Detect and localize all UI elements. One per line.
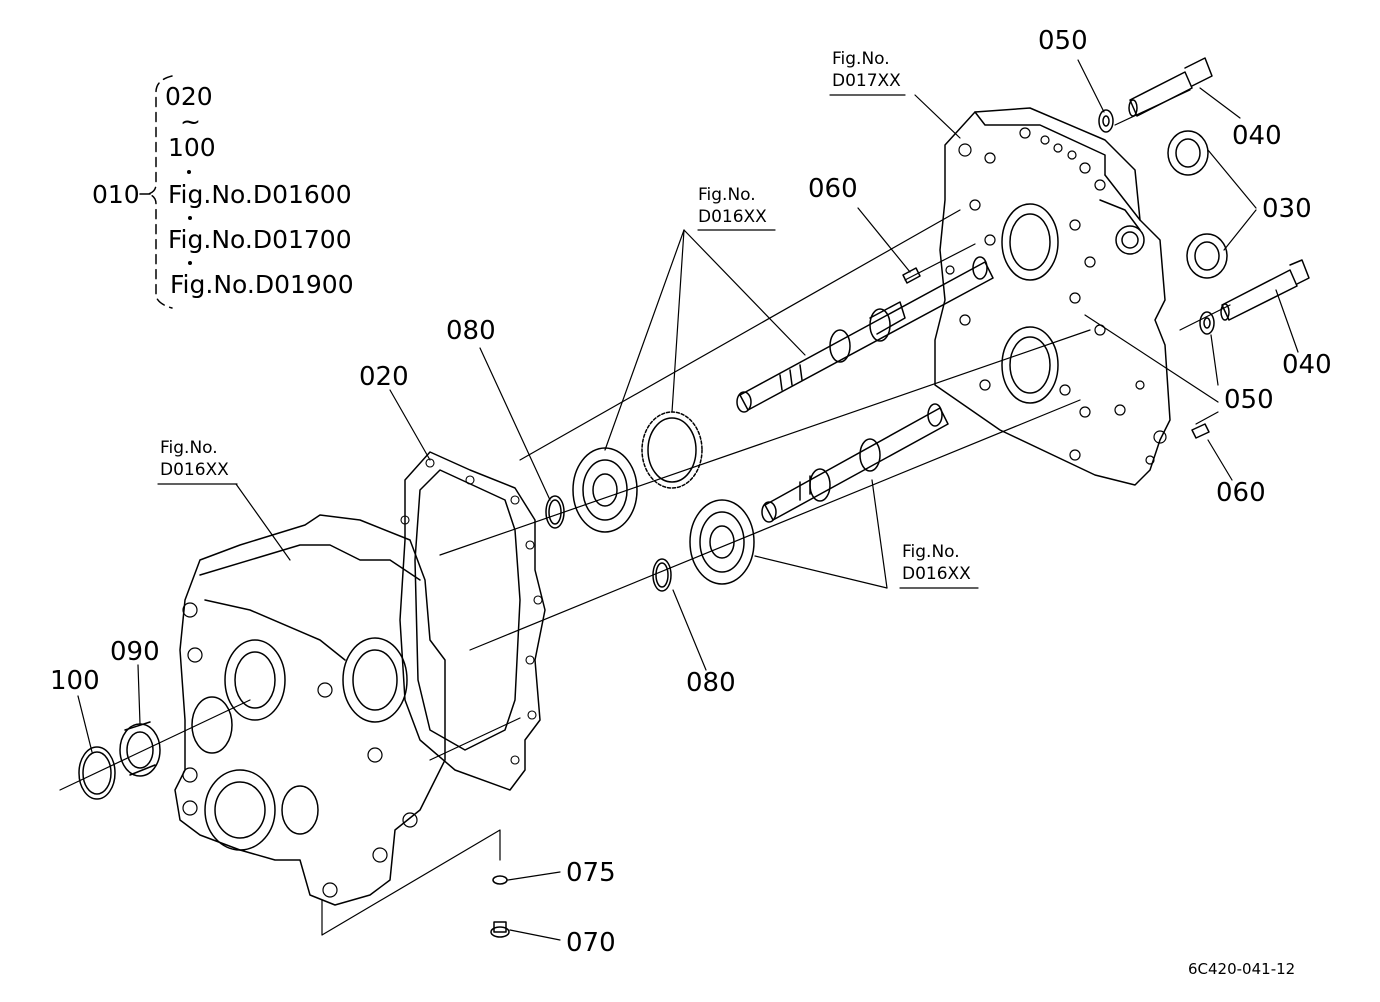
part-label-060: 060	[808, 174, 858, 204]
part-label-080: 080	[446, 316, 496, 346]
oil-seal-030-lower	[1186, 233, 1228, 279]
fig-ref-line2: D016XX	[902, 564, 971, 584]
fig-ref-line2: D017XX	[832, 71, 901, 91]
legend-dot	[188, 261, 192, 265]
fig-ref-line2: D016XX	[160, 460, 229, 480]
upper-bearing	[572, 447, 638, 533]
part-label-090: 090	[110, 637, 160, 667]
assembly-axis-lines	[59, 89, 1231, 791]
fig-ref-left: Fig.No. D016XX	[160, 437, 229, 481]
part-label-075: 075	[566, 858, 616, 888]
part-label-050: 050	[1038, 26, 1088, 56]
part-label-070: 070	[566, 928, 616, 958]
upper-shaft	[736, 256, 994, 413]
legend-range-tilde: ~	[180, 107, 201, 136]
fig-ref-line1: Fig.No.	[832, 49, 890, 69]
washer-050-upper	[1098, 109, 1114, 133]
fig-ref-top-center: Fig.No. D016XX	[698, 184, 767, 228]
legend-dot	[188, 216, 192, 220]
fig-ref-line1: Fig.No.	[160, 438, 218, 458]
part-label-050: 050	[1224, 385, 1274, 415]
oil-seal-090	[119, 721, 161, 777]
bolt-040-lower	[1220, 259, 1310, 321]
pin-060-lower	[1191, 423, 1210, 439]
legend-ref-2: Fig.No.D01700	[168, 225, 352, 254]
rear-housing-plate	[934, 107, 1171, 486]
legend-range-end: 100	[168, 133, 216, 162]
front-housing	[174, 514, 446, 906]
fig-ref-mid-right: Fig.No. D016XX	[902, 541, 971, 585]
part-label-040: 040	[1282, 350, 1332, 380]
large-snap-ring	[641, 411, 703, 489]
lower-shaft	[761, 403, 949, 523]
washer-050-lower	[1199, 311, 1215, 335]
lower-bearing	[689, 499, 755, 585]
part-label-060: 060	[1216, 478, 1266, 508]
circlip-100	[78, 746, 116, 800]
large-snap-ring-inner	[647, 417, 697, 483]
part-label-030: 030	[1262, 194, 1312, 224]
fig-ref-line1: Fig.No.	[698, 185, 756, 205]
bolt-040-upper	[1128, 57, 1213, 117]
leader-lines	[77, 59, 1299, 941]
legend-dot	[187, 170, 191, 174]
part-label-020: 020	[359, 362, 409, 392]
fig-ref-line1: Fig.No.	[902, 542, 960, 562]
legend-ref-1: Fig.No.D01600	[168, 180, 352, 209]
legend-brace	[147, 75, 173, 309]
part-label-040: 040	[1232, 121, 1282, 151]
oring-075	[492, 875, 508, 885]
legend-ref-3: Fig.No.D01900	[170, 270, 354, 299]
plug-070	[490, 921, 510, 938]
fig-ref-line2: D016XX	[698, 207, 767, 227]
gasket	[399, 451, 546, 791]
snap-ring-080-lower	[652, 558, 672, 592]
snap-ring-080-upper	[545, 495, 565, 529]
oil-seal-030-upper	[1167, 130, 1209, 176]
legend-range-start: 020	[165, 82, 213, 111]
part-label-100: 100	[50, 666, 100, 696]
pin-060-upper	[902, 267, 921, 284]
legend-parent-number: 010	[92, 180, 140, 209]
fig-ref-top-right: Fig.No. D017XX	[832, 48, 901, 92]
drawing-code: 6C420-041-12	[1188, 960, 1296, 978]
part-label-080: 080	[686, 668, 736, 698]
